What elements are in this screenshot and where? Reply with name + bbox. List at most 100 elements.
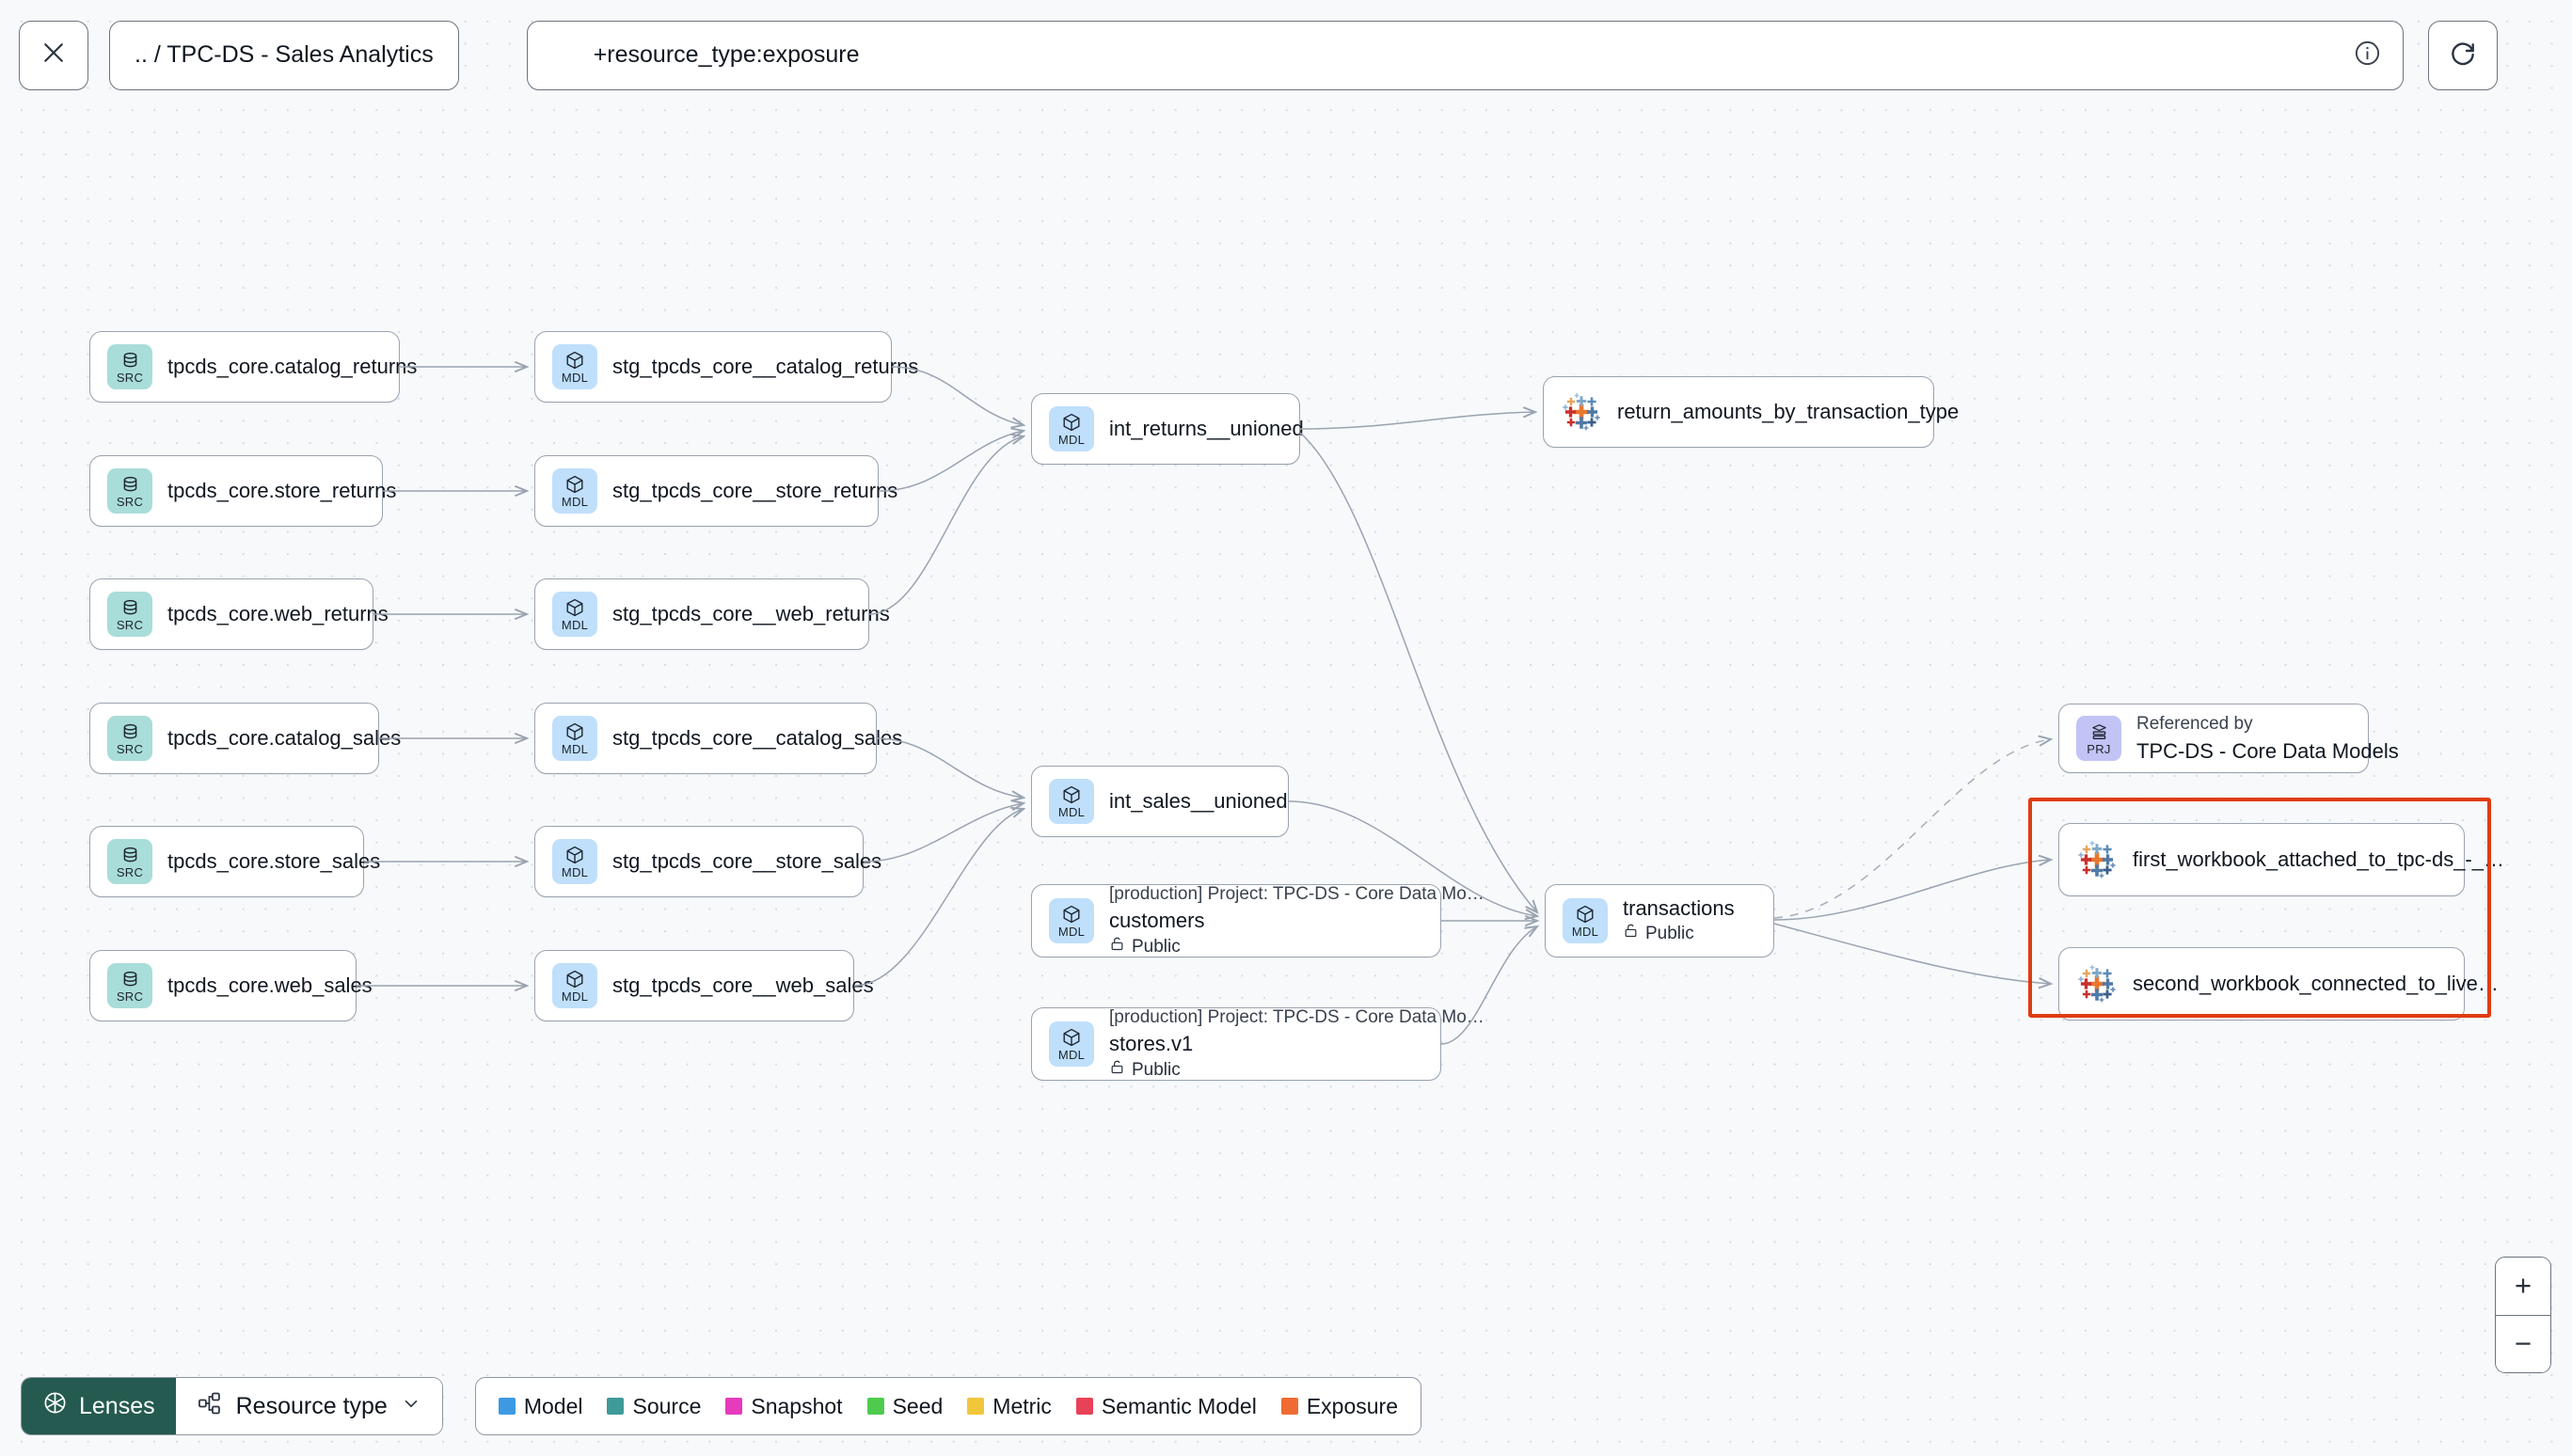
graph-node-src_store_sales[interactable]: SRC tpcds_core.store_sales (89, 826, 380, 897)
node-type-badge-src: SRC (107, 468, 152, 514)
legend-label: Model (523, 1393, 583, 1418)
legend-item-exposure[interactable]: Exposure (1280, 1394, 1398, 1419)
lock-icon (1109, 936, 1125, 959)
node-text: tpcds_core.store_returns (167, 478, 396, 504)
node-text: stg_tpcds_core__catalog_returns (612, 354, 918, 380)
legend-label: Semantic Model (1101, 1393, 1257, 1418)
node-project-label: [production] Project: TPC-DS - Core Data… (1109, 1006, 1484, 1027)
legend-item-metric[interactable]: Metric (967, 1394, 1052, 1419)
node-type-badge-mdl: MDL (552, 963, 597, 1008)
node-type-badge-src: SRC (107, 592, 152, 637)
node-name: stg_tpcds_core__catalog_sales (612, 726, 903, 751)
node-type-label: MDL (561, 742, 589, 756)
legend-item-source[interactable]: Source (607, 1394, 701, 1419)
tableau-exposure-icon (2076, 839, 2118, 880)
cube-icon (564, 969, 585, 989)
zoom-out-button[interactable]: − (2496, 1315, 2550, 1372)
node-text: stg_tpcds_core__store_sales (612, 848, 882, 875)
node-text: [production] Project: TPC-DS - Core Data… (1109, 883, 1484, 959)
cube-icon (1061, 784, 1082, 805)
database-icon (120, 846, 140, 865)
legend-label: Snapshot (751, 1393, 843, 1418)
graph-node-stg_web_returns[interactable]: MDL stg_tpcds_core__web_returns (534, 578, 890, 650)
cube-icon (564, 845, 585, 865)
node-name: int_returns__unioned (1109, 417, 1304, 441)
node-type-label: MDL (1057, 805, 1086, 819)
resource-type-dropdown[interactable]: Resource type (175, 1378, 442, 1434)
graph-node-customers[interactable]: MDL [production] Project: TPC-DS - Core … (1031, 883, 1484, 959)
legend-item-semantic-model[interactable]: Semantic Model (1075, 1393, 1257, 1419)
graph-node-exp_first_workbook[interactable]: first_workbook_attached_to_tpc-ds_-_… (2058, 823, 2504, 896)
cube-icon (1061, 1027, 1082, 1048)
close-button[interactable] (19, 20, 88, 90)
node-text: [production] Project: TPC-DS - Core Data… (1109, 1006, 1484, 1083)
graph-node-return_amounts[interactable]: return_amounts_by_transaction_type (1543, 376, 1959, 448)
cube-icon (1575, 904, 1596, 925)
cube-icon (564, 721, 585, 742)
node-text: transactions Public (1623, 895, 1735, 946)
graph-node-int_returns_unioned[interactable]: MDL int_returns__unioned (1031, 393, 1304, 465)
resource-type-label: Resource type (235, 1392, 388, 1419)
hierarchy-icon (197, 1390, 223, 1423)
graph-node-src_store_returns[interactable]: SRC tpcds_core.store_returns (89, 455, 396, 527)
node-text: tpcds_core.web_sales (167, 973, 373, 999)
graph-node-transactions[interactable]: MDL transactions Public (1545, 884, 1774, 957)
breadcrumb[interactable]: .. / TPC-DS - Sales Analytics (109, 20, 459, 90)
graph-node-stg_web_sales[interactable]: MDL stg_tpcds_core__web_sales (534, 950, 874, 1021)
node-name: stg_tpcds_core__store_sales (612, 849, 882, 874)
graph-node-src_catalog_returns[interactable]: SRC tpcds_core.catalog_returns (89, 331, 417, 403)
node-type-badge-src: SRC (107, 716, 152, 761)
search-icon (552, 40, 579, 71)
node-type-badge-src: SRC (107, 963, 152, 1008)
database-icon (120, 475, 140, 495)
node-type-label: SRC (116, 370, 144, 385)
search-bar[interactable] (526, 20, 2404, 90)
refresh-button[interactable] (2427, 20, 2498, 90)
aperture-icon (42, 1390, 68, 1422)
graph-node-stg_catalog_sales[interactable]: MDL stg_tpcds_core__catalog_sales (534, 703, 903, 774)
node-type-badge-mdl: MDL (552, 344, 597, 389)
zoom-controls: + − (2495, 1257, 2551, 1373)
graph-node-int_sales_unioned[interactable]: MDL int_sales__unioned (1031, 766, 1289, 837)
node-type-label: PRJ (2087, 741, 2111, 756)
node-text: stg_tpcds_core__catalog_sales (612, 725, 903, 752)
node-text: int_sales__unioned (1109, 788, 1288, 815)
node-type-label: MDL (1057, 925, 1086, 939)
graph-node-src_web_sales[interactable]: SRC tpcds_core.web_sales (89, 950, 373, 1021)
lenses-button[interactable]: Lenses (22, 1378, 176, 1434)
graph-node-src_catalog_sales[interactable]: SRC tpcds_core.catalog_sales (89, 703, 402, 774)
graph-node-stg_store_returns[interactable]: MDL stg_tpcds_core__store_returns (534, 455, 897, 527)
info-circle-icon[interactable] (2353, 39, 2382, 72)
node-text: int_returns__unioned (1109, 416, 1304, 442)
graph-node-stg_catalog_returns[interactable]: MDL stg_tpcds_core__catalog_returns (534, 331, 918, 403)
node-type-badge-mdl: MDL (552, 716, 597, 761)
node-type-label: MDL (561, 495, 589, 509)
legend-swatch (607, 1398, 625, 1415)
tableau-exposure-icon (2076, 963, 2118, 1005)
search-input[interactable] (593, 41, 2353, 69)
graph-node-src_web_returns[interactable]: SRC tpcds_core.web_returns (89, 578, 389, 650)
node-type-label: SRC (116, 617, 144, 632)
node-name: second_workbook_connected_to_live… (2133, 972, 2499, 996)
legend-swatch (725, 1398, 743, 1415)
node-name: int_sales__unioned (1109, 789, 1288, 814)
node-text: tpcds_core.catalog_returns (167, 354, 417, 380)
node-name: stores.v1 (1109, 1032, 1194, 1056)
legend-item-model[interactable]: Model (498, 1393, 583, 1419)
zoom-in-button[interactable]: + (2496, 1258, 2550, 1316)
top-toolbar: .. / TPC-DS - Sales Analytics (0, 0, 2572, 110)
graph-node-stg_store_sales[interactable]: MDL stg_tpcds_core__store_sales (534, 826, 882, 897)
node-type-label: MDL (561, 989, 589, 1004)
node-type-badge-mdl: MDL (552, 839, 597, 884)
node-name: tpcds_core.catalog_sales (167, 726, 402, 751)
legend-item-snapshot[interactable]: Snapshot (725, 1393, 843, 1419)
lock-icon (1109, 1059, 1125, 1083)
graph-node-exp_second_workbook[interactable]: second_workbook_connected_to_live… (2058, 947, 2499, 1021)
legend-item-seed[interactable]: Seed (866, 1394, 943, 1419)
graph-node-stores_v1[interactable]: MDL [production] Project: TPC-DS - Core … (1031, 1006, 1484, 1083)
node-type-label: SRC (116, 494, 144, 509)
node-type-badge-src: SRC (107, 839, 152, 884)
